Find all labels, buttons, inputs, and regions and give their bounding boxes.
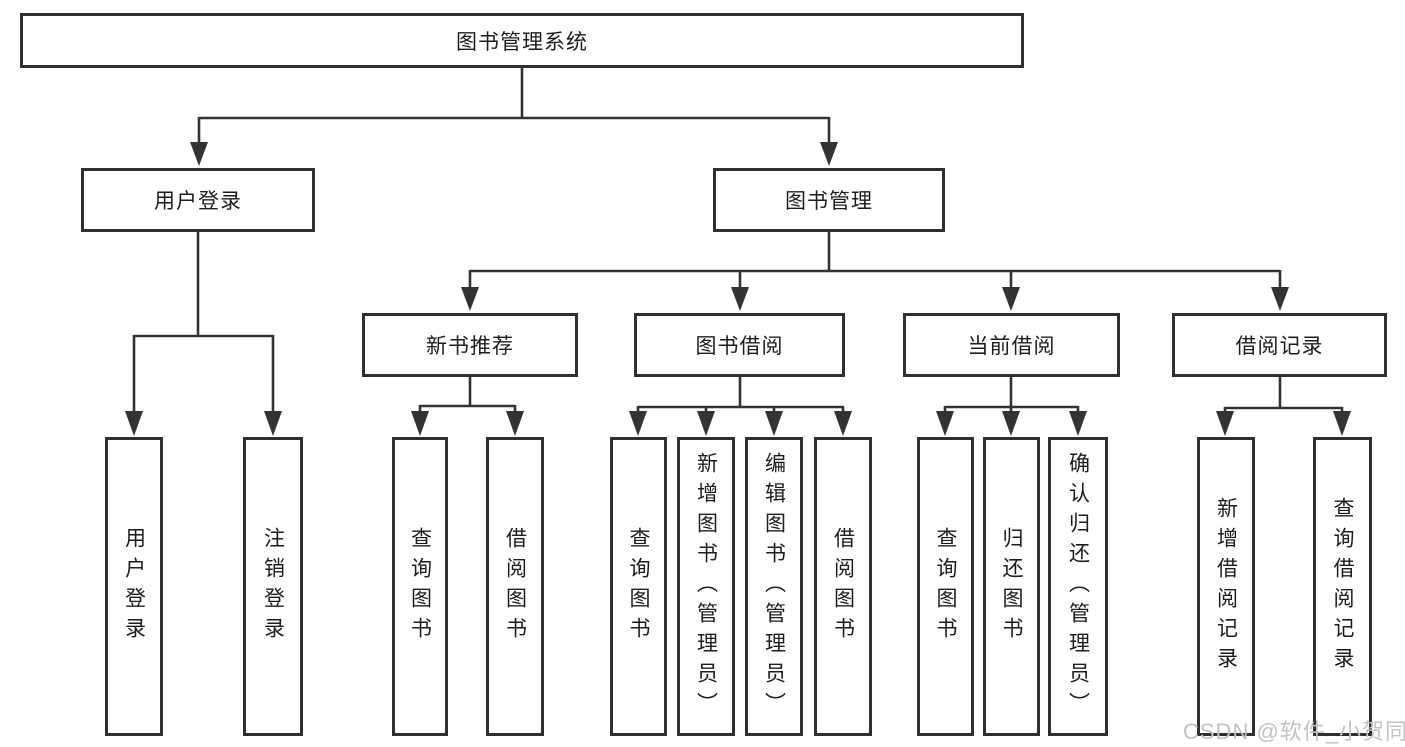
node-user-login-label: 用户登录 (154, 190, 242, 213)
leaf-recommend-query-books: 查询图书 (392, 437, 448, 736)
node-root: 图书管理系统 (20, 13, 1024, 68)
node-book-management: 图书管理 (713, 168, 945, 232)
leaf-borrow-query-books-label: 查询图书 (627, 526, 650, 647)
leaf-user-login-label: 用户登录 (122, 526, 146, 647)
leaf-current-confirm-return-admin-label: 确认归还（管理员） (1066, 451, 1090, 722)
leaf-current-confirm-return-admin: 确认归还（管理员） (1048, 437, 1108, 736)
csdn-watermark: CSDN @软件_小贺同学 (1183, 719, 1405, 744)
node-user-login: 用户登录 (81, 168, 315, 232)
node-book-management-label: 图书管理 (785, 190, 873, 213)
leaf-borrow-add-books-admin: 新增图书（管理员） (677, 437, 735, 736)
node-book-borrow: 图书借阅 (634, 313, 845, 377)
leaf-current-query-books: 查询图书 (917, 437, 974, 736)
leaf-recommend-borrow-books: 借阅图书 (486, 437, 544, 736)
node-current-borrow: 当前借阅 (903, 313, 1120, 377)
leaf-borrow-edit-books-admin: 编辑图书（管理员） (745, 437, 803, 736)
leaf-records-query-borrow-record-label: 查询借阅记录 (1331, 496, 1354, 677)
leaf-records-add-borrow-record-label: 新增借阅记录 (1214, 496, 1238, 677)
leaf-logout: 注销登录 (243, 437, 303, 736)
leaf-borrow-query-books: 查询图书 (610, 437, 667, 736)
leaf-borrow-edit-books-admin-label: 编辑图书（管理员） (762, 451, 786, 722)
node-new-book-recommend: 新书推荐 (362, 313, 578, 377)
leaf-records-query-borrow-record: 查询借阅记录 (1313, 437, 1372, 736)
leaf-recommend-borrow-books-label: 借阅图书 (503, 526, 527, 647)
node-book-borrow-label: 图书借阅 (695, 335, 784, 358)
leaf-borrow-add-books-admin-label: 新增图书（管理员） (694, 451, 718, 722)
leaf-logout-label: 注销登录 (261, 526, 285, 647)
node-borrow-records: 借阅记录 (1172, 313, 1387, 377)
leaf-borrow-borrow-books-label: 借阅图书 (831, 526, 855, 647)
leaf-current-query-books-label: 查询图书 (934, 526, 957, 647)
node-root-label: 图书管理系统 (456, 30, 588, 54)
node-new-book-recommend-label: 新书推荐 (426, 335, 514, 358)
node-current-borrow-label: 当前借阅 (967, 335, 1056, 358)
leaf-current-return-books-label: 归还图书 (1000, 526, 1023, 647)
arrowheads (125, 142, 1351, 436)
node-borrow-records-label: 借阅记录 (1235, 335, 1324, 358)
leaf-user-login: 用户登录 (105, 437, 163, 736)
leaf-records-add-borrow-record: 新增借阅记录 (1197, 437, 1255, 736)
leaf-recommend-query-books-label: 查询图书 (408, 526, 432, 647)
leaf-borrow-borrow-books: 借阅图书 (814, 437, 872, 736)
leaf-current-return-books: 归还图书 (983, 437, 1040, 736)
